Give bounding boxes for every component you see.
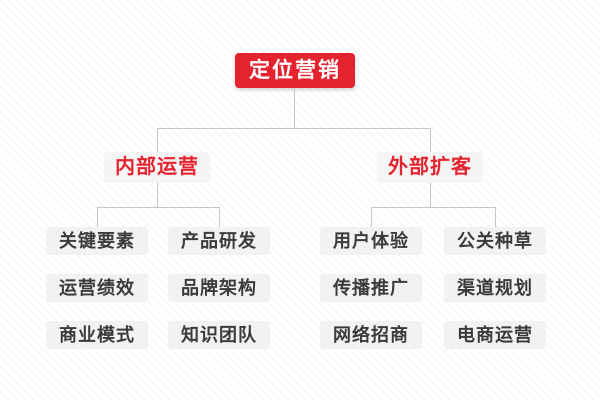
connector-line xyxy=(97,207,220,208)
leaf-node: 关键要素 xyxy=(46,227,148,255)
connector-line xyxy=(371,207,495,208)
leaf-node: 公关种草 xyxy=(444,227,546,255)
leaf-node: 品牌架构 xyxy=(168,274,270,302)
root-node: 定位营销 xyxy=(235,53,355,88)
leaf-group-external: 用户体验 公关种草 传播推广 渠道规划 网络招商 电商运营 xyxy=(320,227,546,349)
leaf-node: 渠道规划 xyxy=(444,274,546,302)
connector-line xyxy=(495,207,496,227)
branch-node-internal: 内部运营 xyxy=(104,152,210,183)
connector-line xyxy=(430,183,431,207)
connector-line xyxy=(294,88,295,128)
connector-line xyxy=(157,128,431,129)
branch-node-external: 外部扩客 xyxy=(377,152,483,183)
leaf-node: 商业模式 xyxy=(46,321,148,349)
connector-line xyxy=(430,128,431,153)
connector-line xyxy=(157,128,158,153)
leaf-node: 产品研发 xyxy=(168,227,270,255)
connector-line xyxy=(97,207,98,227)
connector-line xyxy=(371,207,372,227)
leaf-node: 知识团队 xyxy=(168,321,270,349)
leaf-node: 运营绩效 xyxy=(46,274,148,302)
leaf-node: 传播推广 xyxy=(320,274,422,302)
leaf-node: 用户体验 xyxy=(320,227,422,255)
connector-line xyxy=(219,207,220,227)
leaf-node: 网络招商 xyxy=(320,321,422,349)
connector-line xyxy=(157,183,158,207)
leaf-node: 电商运营 xyxy=(444,321,546,349)
leaf-group-internal: 关键要素 产品研发 运营绩效 品牌架构 商业模式 知识团队 xyxy=(46,227,270,349)
